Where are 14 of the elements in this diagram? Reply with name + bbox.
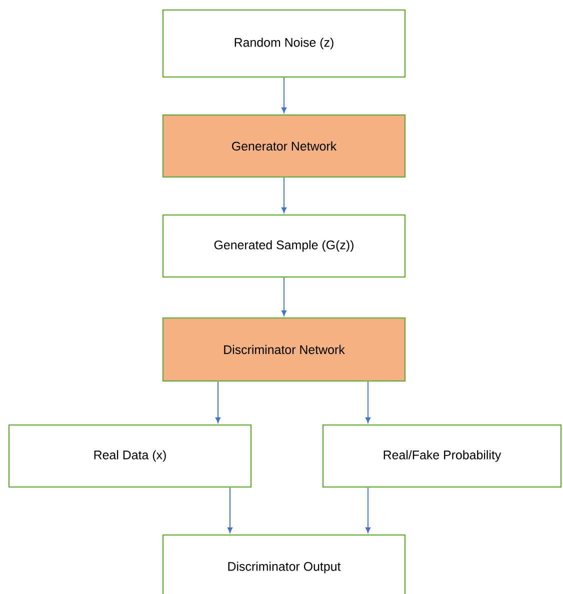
network-box: Generator Network	[162, 114, 406, 178]
process-box: Real/Fake Probability	[322, 424, 562, 488]
process-box: Random Noise (z)	[162, 9, 406, 78]
arrow	[281, 177, 287, 214]
process-box: Discriminator Output	[162, 534, 406, 594]
process-box: Generated Sample (G(z))	[162, 214, 406, 278]
process-box: Real Data (x)	[8, 424, 252, 488]
arrow	[281, 277, 287, 316]
arrow	[281, 77, 287, 114]
arrow	[365, 381, 371, 424]
arrow	[215, 381, 221, 424]
arrow	[227, 487, 233, 534]
arrow	[365, 487, 371, 534]
network-box: Discriminator Network	[162, 317, 406, 382]
